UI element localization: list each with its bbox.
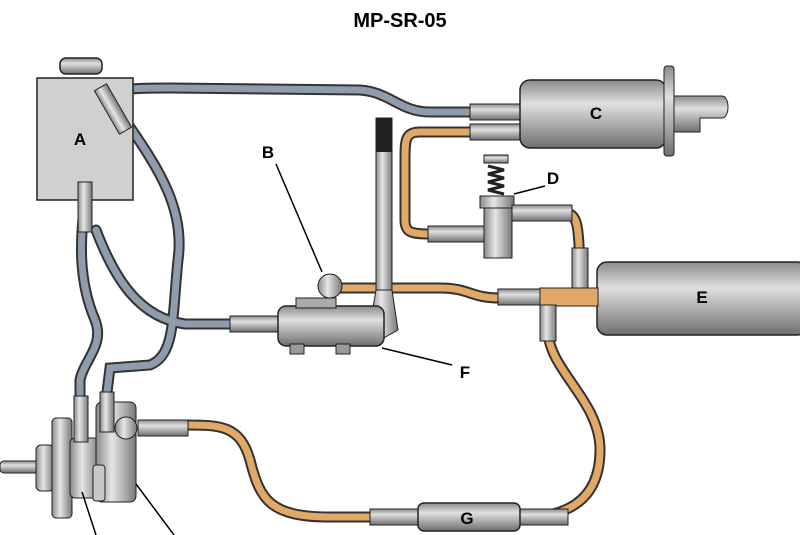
pointer-f bbox=[381, 347, 453, 366]
label-a: A bbox=[74, 130, 86, 149]
label-c: C bbox=[590, 104, 602, 123]
fitting bbox=[517, 508, 569, 526]
pointer bbox=[135, 483, 175, 535]
fitting bbox=[539, 304, 557, 342]
fitting bbox=[77, 181, 93, 233]
fitting bbox=[93, 83, 133, 135]
cylinder-c: C bbox=[469, 65, 729, 157]
spring bbox=[487, 164, 505, 196]
pressure-hoses bbox=[179, 126, 606, 523]
diagram-title: MP-SR-05 bbox=[353, 10, 446, 32]
pointer-d bbox=[513, 185, 546, 195]
filter-g: G bbox=[369, 502, 569, 532]
fitting bbox=[73, 395, 89, 443]
fitting bbox=[137, 419, 189, 437]
label-e: E bbox=[696, 288, 707, 307]
fitting bbox=[497, 288, 541, 306]
label-g: G bbox=[460, 509, 473, 528]
reservoir-a: A bbox=[36, 57, 134, 233]
fitting bbox=[99, 391, 115, 433]
return-hoses bbox=[74, 82, 486, 426]
fitting bbox=[511, 204, 573, 222]
fitting bbox=[229, 315, 281, 333]
label-b: B bbox=[262, 143, 274, 162]
valve-d: D bbox=[427, 154, 573, 259]
fitting bbox=[369, 508, 421, 526]
fitting bbox=[469, 103, 523, 121]
label-d: D bbox=[547, 169, 559, 188]
fitting bbox=[427, 225, 485, 243]
pointer-b bbox=[275, 163, 323, 273]
cylinder-e: E bbox=[497, 247, 800, 342]
fitting bbox=[469, 123, 523, 141]
banjo-fitting bbox=[317, 273, 343, 299]
reservoir-cap bbox=[59, 57, 103, 75]
tee-fitting bbox=[539, 287, 599, 307]
fitting bbox=[571, 247, 589, 289]
steering-pump bbox=[0, 391, 189, 535]
steering-gear: B F bbox=[229, 117, 470, 382]
pointer bbox=[81, 491, 97, 535]
label-f: F bbox=[460, 363, 470, 382]
